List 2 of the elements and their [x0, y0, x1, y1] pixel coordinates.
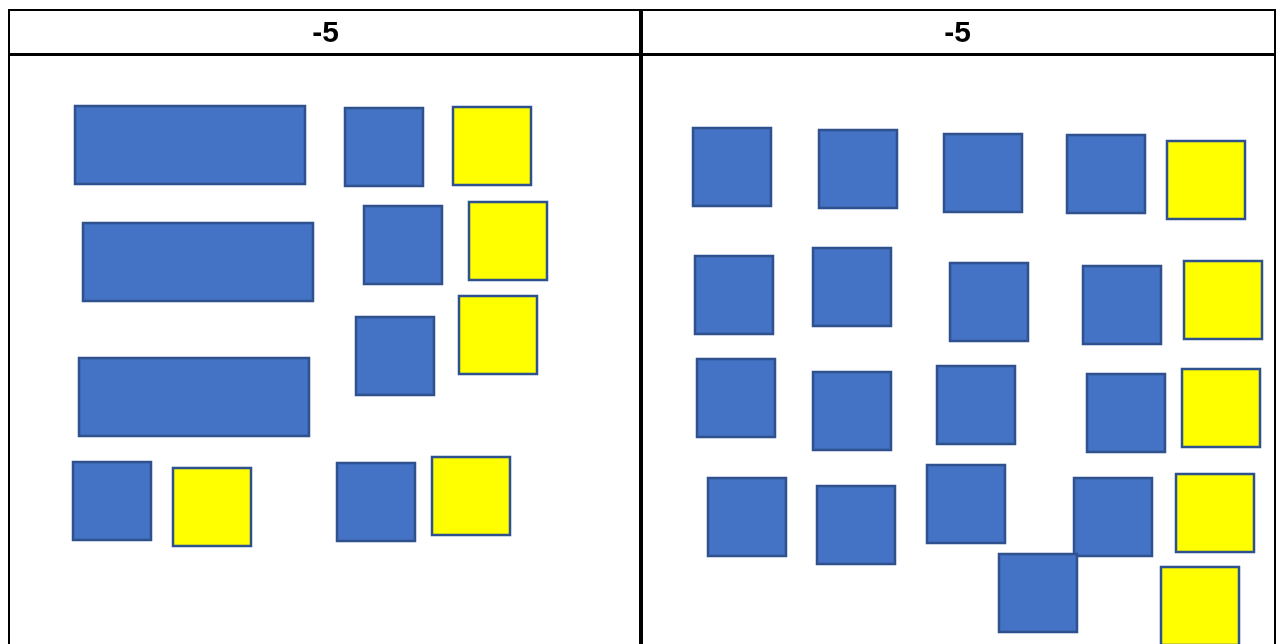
table-header-cell: -5	[639, 9, 1276, 55]
table-header-cell: -5	[8, 9, 643, 55]
